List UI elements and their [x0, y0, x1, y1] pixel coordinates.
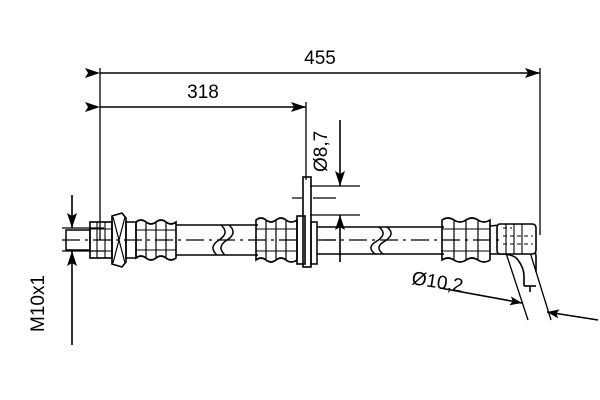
hose-end-diameter-dimension: Ø10,2: [410, 248, 599, 321]
right-curved-end-fitting: [489, 223, 537, 292]
dimension-label-318: 318: [187, 82, 219, 103]
dimension-label-d87: Ø8,7: [311, 131, 332, 172]
part-centerline: [62, 197, 500, 241]
overall-length-dimension: 455: [85, 48, 541, 240]
ext-line-b-d102: [528, 248, 552, 321]
dimension-label-455: 455: [304, 48, 336, 69]
leader-line-d102-left: [439, 287, 523, 306]
thread-size-dimension: M10x1: [28, 195, 104, 345]
dimension-label-d102: Ø10,2: [410, 268, 464, 297]
bracket-distance-dimension: 318: [85, 82, 307, 180]
mounting-bracket-flange: [296, 176, 318, 268]
break-symbol-right: [370, 226, 392, 255]
leader-line-d102-right: [546, 309, 599, 321]
thread-size-label: M10x1: [28, 275, 49, 332]
hose-segment-b: [317, 226, 444, 255]
ext-line-a-d102: [504, 249, 529, 321]
brake-hose-assembly: [62, 176, 537, 292]
